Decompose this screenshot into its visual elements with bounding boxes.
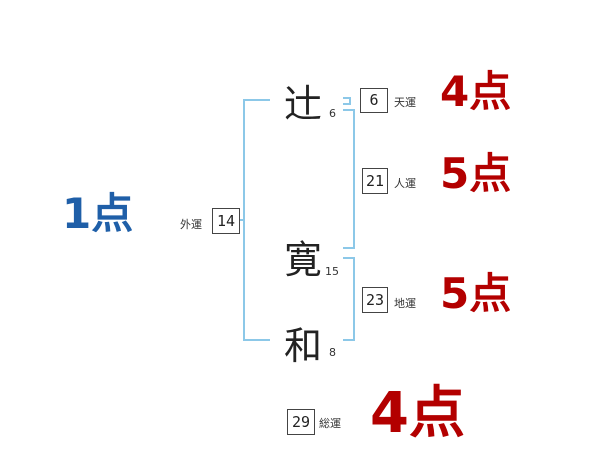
- ten-bracket: [343, 97, 351, 105]
- name-char-3-strokes: 8: [329, 346, 336, 359]
- ten-score: 4点: [440, 67, 512, 116]
- gai-label: 外運: [180, 218, 202, 231]
- jin-value-box: 21: [362, 168, 388, 194]
- ten-label: 天運: [394, 96, 416, 109]
- sou-label: 総運: [319, 417, 341, 430]
- jin-label: 人運: [394, 177, 416, 190]
- name-char-2: 寛: [284, 238, 323, 282]
- chi-value-box: 23: [362, 287, 388, 313]
- sou-score: 4点: [370, 381, 465, 446]
- name-char-3: 和: [284, 324, 323, 368]
- outer-bracket: [243, 99, 270, 341]
- chi-bracket: [343, 257, 355, 341]
- chi-label: 地運: [394, 297, 416, 310]
- jin-score: 5点: [440, 149, 512, 198]
- name-char-1-strokes: 6: [329, 107, 336, 120]
- jin-bracket: [343, 109, 355, 249]
- sou-value-box: 29: [287, 409, 315, 435]
- gai-score: 1点: [62, 189, 134, 238]
- name-char-2-strokes: 15: [325, 265, 339, 278]
- name-char-1: 辻: [284, 82, 323, 126]
- chi-score: 5点: [440, 269, 512, 318]
- ten-value-box: 6: [360, 88, 388, 113]
- gai-value-box: 14: [212, 208, 240, 234]
